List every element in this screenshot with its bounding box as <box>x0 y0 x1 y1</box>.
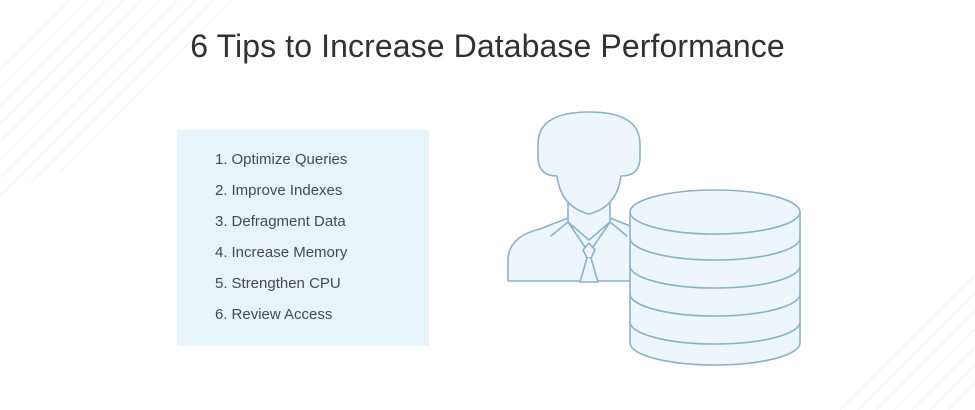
list-item: 6.Review Access <box>215 307 429 338</box>
page-title: 6 Tips to Increase Database Performance <box>190 28 785 64</box>
tips-card: 1.Optimize Queries 2.Improve Indexes 3.D… <box>177 130 429 346</box>
tip-text: Increase Memory <box>231 244 348 261</box>
illustration <box>507 111 801 366</box>
list-item: 3.Defragment Data <box>215 214 429 245</box>
tips-list: 1.Optimize Queries 2.Improve Indexes 3.D… <box>215 152 429 338</box>
tip-text: Strengthen CPU <box>231 275 341 292</box>
database-icon <box>629 189 801 366</box>
list-item: 2.Improve Indexes <box>215 183 429 214</box>
list-item: 1.Optimize Queries <box>215 152 429 183</box>
list-item: 4.Increase Memory <box>215 245 429 276</box>
list-item: 5.Strengthen CPU <box>215 276 429 307</box>
tip-number: 1. <box>215 151 228 168</box>
tip-number: 2. <box>215 182 228 199</box>
tip-text: Defragment Data <box>231 213 346 230</box>
tip-number: 4. <box>215 244 228 261</box>
tip-number: 6. <box>215 306 228 323</box>
tip-text: Review Access <box>231 306 333 323</box>
person-icon <box>507 111 659 283</box>
tip-number: 3. <box>215 213 228 230</box>
tip-text: Optimize Queries <box>231 151 348 168</box>
tip-text: Improve Indexes <box>231 182 343 199</box>
tip-number: 5. <box>215 275 228 292</box>
